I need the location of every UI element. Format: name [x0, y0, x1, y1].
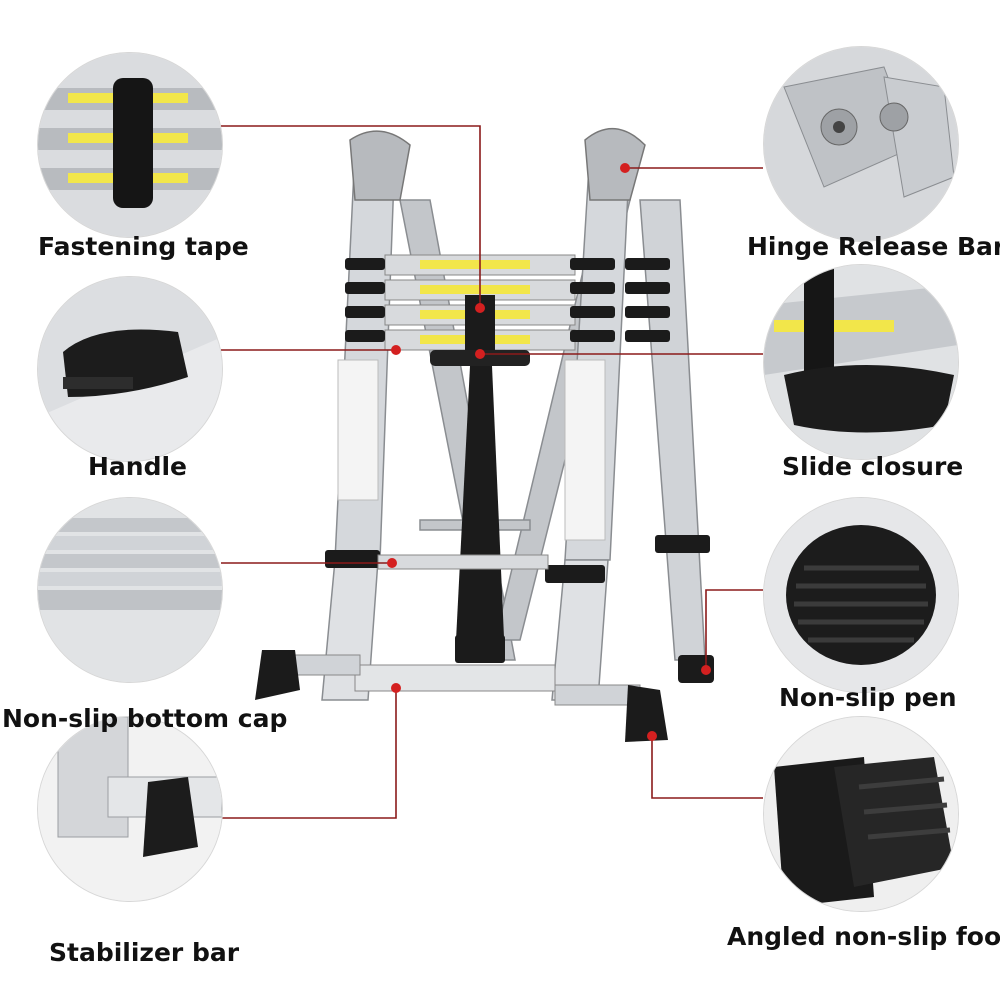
- non-slip-pen-detail-image: [763, 497, 959, 693]
- marker-dot-non-slip-pen: [701, 665, 711, 675]
- stabilizer-bar-detail-image: [37, 716, 223, 902]
- marker-dot-slide-closure: [475, 349, 485, 359]
- label-non-slip-pen: Non-slip pen: [779, 683, 957, 712]
- fastening-tape-detail-image: [37, 52, 223, 238]
- label-non-slip-bottom-cap: Non-slip bottom cap: [2, 704, 288, 733]
- label-stabilizer-bar: Stabilizer bar: [49, 938, 240, 967]
- label-angled-non-slip-foot: Angled non-slip foot: [727, 922, 1000, 951]
- leader-line-angled-non-slip-foot: [651, 736, 763, 799]
- label-hinge-release-bar: Hinge Release Bar: [747, 232, 1000, 261]
- marker-dot-non-slip-bottom-cap: [387, 558, 397, 568]
- marker-dot-handle: [391, 345, 401, 355]
- label-fastening-tape: Fastening tape: [38, 232, 249, 261]
- label-slide-closure: Slide closure: [782, 452, 964, 481]
- leader-line-stabilizer-bar: [221, 688, 397, 819]
- label-handle: Handle: [88, 452, 188, 481]
- marker-dot-angled-non-slip-foot: [647, 731, 657, 741]
- ladder-lower-rungs: [279, 554, 641, 706]
- handle-detail-image: [37, 276, 223, 462]
- slide-closure-detail-image: [763, 264, 959, 460]
- marker-dot-stabilizer-bar: [391, 683, 401, 693]
- marker-dot-hinge-release-bar: [620, 163, 630, 173]
- ladder-feet: [255, 635, 714, 742]
- hinge-release-bar-detail-image: [763, 46, 959, 242]
- lock-collars: [325, 258, 710, 583]
- non-slip-bottom-cap-detail-image: [37, 497, 223, 683]
- marker-dot-fastening-tape: [475, 303, 485, 313]
- leader-line-fastening-tape: [221, 125, 481, 308]
- leader-line-non-slip-pen: [705, 589, 763, 670]
- angled-non-slip-foot-detail-image: [763, 716, 959, 912]
